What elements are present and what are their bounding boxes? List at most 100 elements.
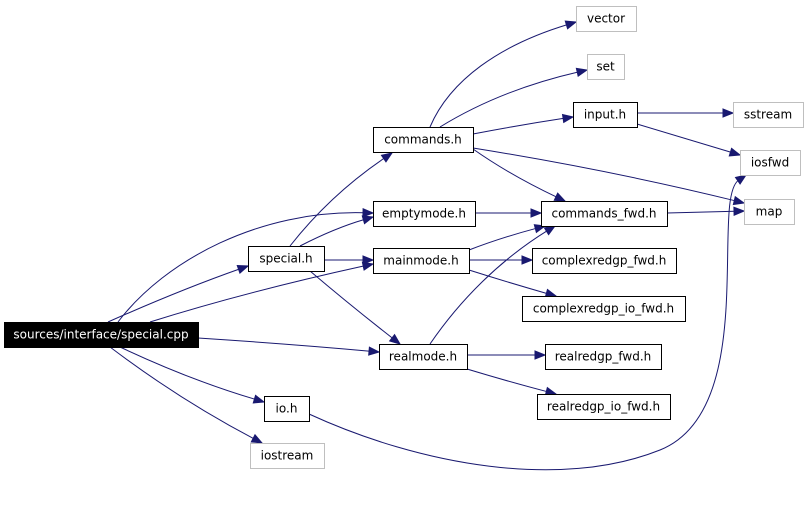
node-label: special.h: [259, 252, 312, 266]
edge-line: [107, 268, 240, 323]
edge-line: [666, 210, 736, 214]
arrowhead-icon: [575, 67, 589, 77]
edge-line: [439, 71, 579, 128]
arrowhead-icon: [534, 350, 547, 360]
arrowhead-icon: [362, 255, 375, 265]
node-realredgp-io-fwd-h[interactable]: realredgp_io_fwd.h: [537, 394, 671, 420]
node-box: [248, 246, 325, 272]
nodes-layer: sources/interface/special.cpp special.h co…: [4, 6, 804, 469]
arrowhead-icon: [361, 215, 375, 225]
edge-commands_fwd_h-to-map: [666, 206, 746, 217]
arrowhead-icon: [734, 174, 748, 185]
node-realredgp-fwd-h[interactable]: realredgp_fwd.h: [545, 344, 662, 370]
node-box: [264, 396, 310, 422]
arrowhead-icon: [544, 288, 558, 298]
node-label: vector: [587, 12, 625, 26]
node-special-h[interactable]: special.h: [248, 246, 325, 272]
node-label: iosfwd: [751, 156, 789, 170]
node-commands-h[interactable]: commands.h: [373, 127, 474, 153]
edge-special_cpp-to-realmode_h: [197, 337, 381, 356]
arrowhead-icon: [380, 152, 394, 163]
edge-line: [197, 337, 371, 352]
node-label: mainmode.h: [383, 254, 458, 268]
node-box: [379, 344, 468, 370]
edge-line: [309, 270, 394, 339]
node-set: set: [587, 54, 625, 80]
edge-special_h-to-realmode_h: [309, 270, 402, 345]
edge-commands_h-to-commands_fwd_h: [472, 148, 567, 202]
arrowhead-icon: [733, 206, 746, 217]
arrowhead-icon: [543, 225, 557, 236]
node-box: [744, 199, 795, 225]
arrowhead-icon: [250, 433, 264, 444]
edge-line: [472, 117, 565, 135]
node-input-h[interactable]: input.h: [573, 102, 638, 128]
node-label: commands_fwd.h: [551, 207, 656, 221]
node-sstream: sstream: [733, 102, 804, 128]
edge-special_cpp-to-iostream: [109, 346, 264, 444]
edge-special_h-to-mainmode_h: [324, 255, 375, 265]
node-label: complexredgp_fwd.h: [542, 254, 667, 268]
node-label: realredgp_fwd.h: [555, 350, 652, 364]
edge-line: [299, 219, 365, 247]
edges-layer: [107, 20, 748, 471]
edge-special_h-to-commands_h: [289, 152, 394, 247]
arrowhead-icon: [732, 195, 746, 206]
arrowhead-icon: [530, 208, 543, 218]
arrowhead-icon: [362, 207, 375, 218]
node-box: [541, 201, 668, 227]
node-box: [537, 394, 671, 420]
node-label: set: [596, 60, 615, 74]
node-box: [373, 201, 476, 227]
arrowhead-icon: [388, 333, 402, 345]
node-label: input.h: [584, 108, 626, 122]
node-complexredgp-io-fwd-h[interactable]: complexredgp_io_fwd.h: [522, 296, 686, 322]
arrowhead-icon: [553, 192, 567, 202]
edge-special_cpp-to-io_h: [119, 346, 266, 404]
edge-line: [289, 157, 385, 247]
node-commands-fwd-h[interactable]: commands_fwd.h: [541, 201, 668, 227]
node-box: [373, 248, 470, 274]
node-box: [740, 150, 801, 176]
arrowhead-icon: [561, 113, 575, 124]
node-label: emptymode.h: [382, 207, 466, 221]
edge-commands_h-to-set: [439, 67, 589, 128]
edge-special_cpp-to-emptymode_h: [117, 207, 375, 323]
node-label: realredgp_io_fwd.h: [547, 400, 660, 414]
node-emptymode-h[interactable]: emptymode.h: [373, 201, 476, 227]
arrowhead-icon: [564, 20, 578, 30]
edge-mainmode_h-to-commands_fwd_h: [468, 224, 547, 251]
edge-realmode_h-to-commands_fwd_h: [429, 225, 557, 345]
node-label: complexredgp_io_fwd.h: [533, 302, 674, 316]
edge-line: [149, 265, 365, 323]
arrowhead-icon: [728, 147, 742, 157]
edge-input_h-to-sstream: [637, 108, 735, 118]
node-label: commands.h: [384, 133, 462, 147]
edge-realmode_h-to-realredgp_fwd_h: [467, 350, 547, 360]
node-box: [250, 443, 325, 469]
node-complexredgp-fwd-h[interactable]: complexredgp_fwd.h: [532, 248, 677, 274]
node-box: [587, 54, 625, 80]
node-realmode-h[interactable]: realmode.h: [379, 344, 468, 370]
node-vector: vector: [576, 6, 637, 32]
edge-line: [117, 212, 365, 323]
node-iostream: iostream: [250, 443, 325, 469]
edge-commands_h-to-map: [472, 147, 746, 206]
edge-line: [468, 227, 537, 251]
node-box: [733, 102, 804, 128]
node-box: [532, 248, 677, 274]
node-box: [4, 322, 199, 348]
node-box: [373, 127, 474, 153]
arrowhead-icon: [236, 265, 250, 274]
node-label: sources/interface/special.cpp: [13, 328, 188, 342]
node-mainmode-h[interactable]: mainmode.h: [373, 248, 470, 274]
edge-line: [472, 148, 558, 198]
node-box: [573, 102, 638, 128]
node-label: map: [756, 205, 783, 219]
node-label: sstream: [744, 108, 792, 122]
edge-line: [466, 368, 548, 393]
node-io-h[interactable]: io.h: [264, 396, 310, 422]
node-special-cpp[interactable]: sources/interface/special.cpp: [4, 322, 199, 348]
edge-line: [308, 179, 739, 471]
edge-mainmode_h-to-complexredgp_fwd_h: [469, 255, 534, 265]
